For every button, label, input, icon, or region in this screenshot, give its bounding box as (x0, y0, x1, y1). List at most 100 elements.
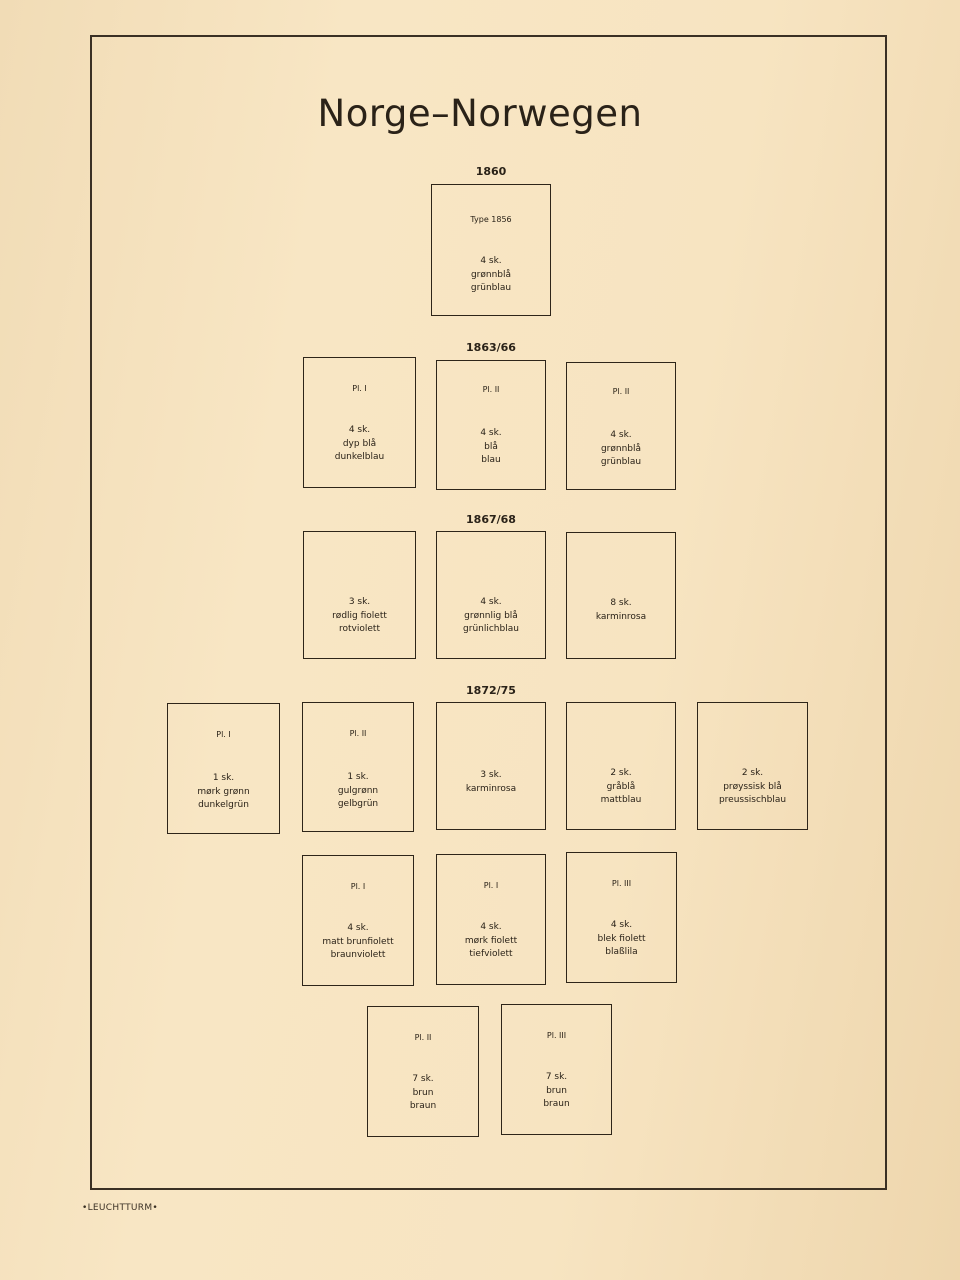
stamp-plate-label: Pl. I (483, 881, 499, 890)
stamp-slot: Pl. II 1 sk. gulgrønn gelbgrün (302, 702, 414, 832)
stamp-description-line: 7 sk. (545, 1072, 568, 1082)
stamp-description: 1 sk. mørk grønn dunkelgrün (168, 772, 279, 813)
stamp-slot: 3 sk. rødlig fiolett rotviolett (303, 531, 416, 659)
stamp-description-line: grünblau (470, 283, 512, 293)
stamp-plate-label: Pl. I (352, 384, 367, 393)
stamp-description-line: dunkelblau (334, 452, 385, 462)
stamp-description-line: grünblau (600, 457, 642, 467)
stamp-description: 4 sk. grønnlig blå grünlichblau (437, 596, 545, 637)
stamp-description-line: 2 sk. (610, 768, 632, 778)
stamp-description-line: preussischblau (718, 795, 787, 805)
stamp-description-line: 8 sk. (610, 598, 632, 608)
stamp-slot: Pl. II 4 sk. blå blau (436, 360, 546, 490)
stamp-plate-label: Pl. III (546, 1031, 567, 1040)
stamp-description-line: 7 sk. (412, 1074, 434, 1084)
stamp-description: 4 sk. grønnblå grünblau (432, 255, 550, 296)
year-heading-1872-75: 1872/75 (466, 684, 516, 697)
stamp-description-line: blau (481, 455, 501, 465)
stamp-description: 1 sk. gulgrønn gelbgrün (303, 771, 413, 812)
stamp-description-line: 4 sk. (610, 920, 633, 930)
stamp-description-line: blaßlila (605, 947, 638, 957)
stamp-description-line: braun (409, 1101, 437, 1111)
stamp-description-line: mattblau (600, 795, 642, 805)
stamp-description: 8 sk. karminrosa (567, 597, 675, 624)
stamp-description-line: 1 sk. (212, 773, 235, 783)
stamp-description: 4 sk. matt brunfiolett braunviolett (303, 922, 413, 963)
stamp-slot: Pl. I 4 sk. matt brunfiolett braunviolett (302, 855, 414, 986)
stamp-description: 2 sk. prøyssisk blå preussischblau (698, 767, 807, 808)
stamp-description-line: gråblå (606, 781, 636, 792)
stamp-description-line: brun (412, 1087, 434, 1098)
stamp-description: 4 sk. blek fiolett blaßlila (567, 919, 676, 960)
stamp-description-line: grønnblå (600, 443, 642, 454)
stamp-description-line: 4 sk. (480, 428, 502, 438)
stamp-description-line: karminrosa (465, 783, 517, 794)
stamp-description: 4 sk. grønnblå grünblau (567, 429, 675, 470)
stamp-description-line: blå (484, 441, 498, 452)
stamp-description: 7 sk. brun braun (368, 1073, 478, 1114)
stamp-description-line: 4 sk. (610, 430, 632, 440)
year-heading-1863-66: 1863/66 (466, 341, 516, 354)
stamp-plate-label: Type 1856 (470, 215, 512, 224)
album-page-frame (90, 35, 887, 1190)
stamp-description-line: 4 sk. (347, 923, 369, 933)
stamp-description-line: grønnblå (470, 269, 512, 280)
page-title: Norge–Norwegen (317, 92, 643, 135)
stamp-description-line: 2 sk. (741, 768, 764, 778)
stamp-slot: 3 sk. karminrosa (436, 702, 546, 830)
stamp-description-line: karminrosa (595, 611, 647, 622)
stamp-slot: Pl. II 4 sk. grønnblå grünblau (566, 362, 676, 490)
year-heading-1867-68: 1867/68 (466, 513, 516, 526)
stamp-slot: Pl. III 4 sk. blek fiolett blaßlila (566, 852, 677, 983)
stamp-description-line: 4 sk. (348, 425, 371, 435)
stamp-description-line: 1 sk. (347, 772, 369, 782)
stamp-plate-label: Pl. III (611, 879, 632, 888)
stamp-plate-label: Pl. II (414, 1033, 432, 1042)
stamp-description-line: grønnlig blå (464, 610, 518, 621)
stamp-slot: 2 sk. gråblå mattblau (566, 702, 676, 830)
stamp-plate-label: Pl. I (216, 730, 231, 739)
stamp-description-line: tiefviolett (469, 949, 513, 959)
stamp-description: 7 sk. brun braun (502, 1071, 611, 1112)
stamp-plate-label: Pl. II (612, 387, 630, 396)
stamp-description-line: 4 sk. (480, 256, 502, 266)
stamp-description-line: dunkelgrün (198, 800, 249, 810)
stamp-description: 4 sk. blå blau (437, 427, 545, 468)
stamp-description-line: matt brunfiolett (322, 936, 394, 947)
stamp-description: 3 sk. karminrosa (437, 769, 545, 796)
stamp-description-line: 4 sk. (480, 597, 502, 607)
stamp-slot: Pl. I 4 sk. dyp blå dunkelblau (303, 357, 416, 488)
stamp-description-line: braun (543, 1099, 570, 1109)
stamp-description-line: 3 sk. (348, 597, 371, 607)
brand-mark: •LEUCHTTURM• (82, 1203, 158, 1213)
stamp-description: 2 sk. gråblå mattblau (567, 767, 675, 808)
stamp-slot: Pl. III 7 sk. brun braun (501, 1004, 612, 1135)
stamp-description-line: prøyssisk blå (723, 781, 782, 792)
stamp-slot: 2 sk. prøyssisk blå preussischblau (697, 702, 808, 830)
stamp-description-line: 3 sk. (480, 770, 502, 780)
stamp-slot: Pl. I 1 sk. mørk grønn dunkelgrün (167, 703, 280, 834)
stamp-slot: 4 sk. grønnlig blå grünlichblau (436, 531, 546, 659)
stamp-slot: Pl. II 7 sk. brun braun (367, 1006, 479, 1137)
stamp-description: 4 sk. dyp blå dunkelblau (304, 424, 415, 465)
stamp-plate-label: Pl. II (482, 385, 500, 394)
stamp-description-line: grünlichblau (463, 624, 519, 634)
stamp-description-line: mørk fiolett (464, 935, 518, 946)
stamp-description-line: brun (546, 1085, 567, 1096)
stamp-description-line: dyp blå (342, 438, 377, 449)
stamp-description-line: gelbgrün (337, 799, 379, 809)
stamp-description-line: blek fiolett (597, 933, 646, 944)
stamp-description: 3 sk. rødlig fiolett rotviolett (304, 596, 415, 637)
stamp-plate-label: Pl. II (349, 729, 367, 738)
stamp-description-line: braunviolett (330, 950, 386, 960)
stamp-plate-label: Pl. I (350, 882, 366, 891)
stamp-slot: 8 sk. karminrosa (566, 532, 676, 659)
stamp-description-line: gulgrønn (337, 785, 379, 796)
stamp-description-line: rødlig fiolett (332, 610, 387, 621)
stamp-description-line: mørk grønn (197, 786, 250, 797)
year-heading-1860: 1860 (475, 165, 507, 178)
stamp-slot: Type 1856 4 sk. grønnblå grünblau (431, 184, 551, 316)
stamp-description-line: rotviolett (339, 624, 380, 634)
